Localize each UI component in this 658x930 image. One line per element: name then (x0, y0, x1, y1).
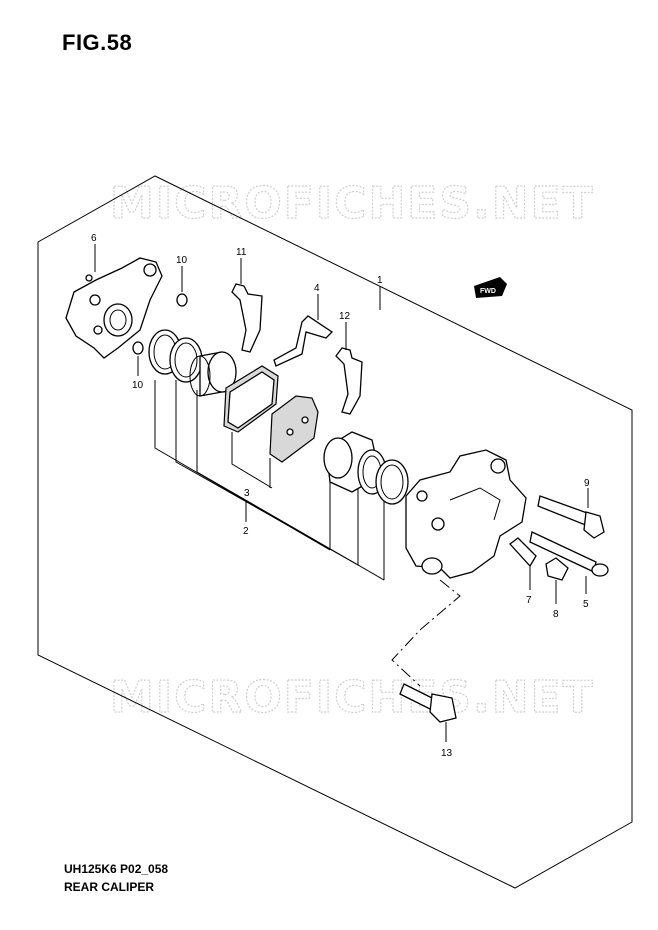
fwd-label: FWD (480, 288, 496, 295)
callout-1: 1 (377, 275, 383, 286)
diagram-name: REAR CALIPER (64, 880, 155, 894)
part-10-o-ring-lower (132, 341, 144, 355)
part-12-pad-spring-clip (335, 347, 363, 415)
part-13-mounting-bolt (399, 683, 457, 742)
part-9-bolt (537, 488, 605, 539)
callout-9: 9 (584, 478, 590, 489)
callout-10a: 10 (176, 255, 188, 266)
watermark-bottom: MICROFICHES.NET (110, 672, 595, 723)
callout-2-leaders (154, 380, 385, 581)
callout-5: 5 (583, 599, 589, 610)
callout-7: 7 (526, 595, 532, 606)
left-piston-seal-set (148, 329, 237, 397)
callout-11: 11 (236, 247, 247, 258)
fwd-arrow-icon: FWD (474, 277, 507, 298)
callout-6: 6 (91, 233, 97, 244)
callout-4: 4 (314, 283, 320, 294)
part-7-bleeder-valve (509, 537, 537, 590)
part-3-brake-pads (223, 365, 319, 489)
right-piston-seal-set (323, 431, 409, 505)
callout-2: 2 (243, 526, 249, 537)
part-11-pad-spring-clip (231, 283, 263, 353)
part-5-pin (529, 531, 609, 594)
callout-10b: 10 (132, 380, 144, 391)
callout-3: 3 (244, 488, 250, 499)
part-8-bleeder-cap (545, 557, 569, 604)
assembly-outline (37, 175, 633, 889)
part-6-caliper-bracket (65, 257, 163, 359)
callout-13: 13 (441, 748, 453, 759)
callout-8: 8 (553, 609, 559, 620)
diagram-code: UH125K6 P02_058 (64, 862, 169, 876)
part-10-o-ring-upper (176, 293, 188, 307)
callout-12: 12 (339, 311, 351, 322)
part-1-caliper-body (405, 449, 527, 579)
figure-title: FIG.58 (62, 30, 133, 55)
watermark-top: MICROFICHES.NET (110, 178, 595, 229)
part-4-pad-spring (273, 315, 334, 367)
bolt-13-dash-leader (391, 579, 461, 687)
